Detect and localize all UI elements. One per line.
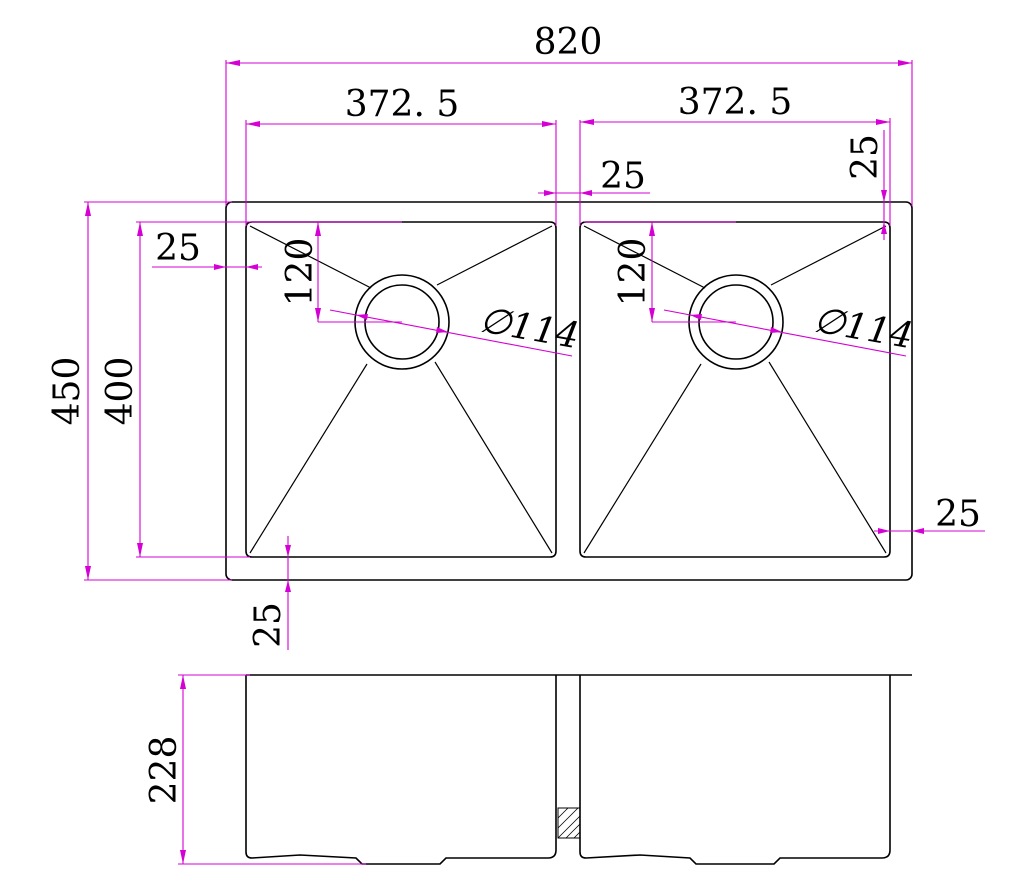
left-bowl-slope-lines [249, 225, 553, 554]
label-total-width: 820 [534, 22, 603, 63]
label-left-side-margin: 25 [155, 228, 201, 269]
dim-left-bowl-width [245, 120, 557, 226]
dim-drain-diameter-left [329, 309, 573, 357]
dim-right-side-margin [874, 528, 985, 534]
dim-drain-offset-right [584, 221, 736, 323]
dim-total-width [225, 60, 913, 206]
dim-drain-diameter-right [663, 309, 907, 357]
label-bottom-margin: 25 [248, 602, 289, 648]
label-total-depth: 450 [47, 357, 88, 426]
divider-hatch [557, 807, 581, 839]
label-drain-offset-right: 120 [613, 238, 654, 307]
dim-height [178, 674, 366, 865]
sink-outer-rim [225, 201, 913, 581]
label-drain-diameter-right: ∅114 [810, 299, 916, 357]
dim-right-top-margin [881, 130, 887, 240]
dim-left-side-margin [152, 264, 262, 270]
dim-bowl-depth [136, 221, 250, 558]
label-bowl-depth: 400 [100, 357, 141, 426]
label-drain-diameter-left: ∅114 [476, 299, 582, 357]
label-height: 228 [144, 736, 185, 805]
dim-total-depth [84, 201, 232, 581]
label-left-bowl-width: 372. 5 [345, 84, 460, 125]
right-bowl-slope-lines [583, 225, 887, 554]
dim-drain-offset-left [250, 221, 402, 323]
dim-divider-gap [538, 190, 650, 196]
label-right-side-margin: 25 [935, 494, 981, 535]
label-drain-offset-left: 120 [280, 238, 321, 307]
label-right-top-margin: 25 [845, 134, 886, 180]
label-divider-gap: 25 [600, 156, 646, 197]
dim-right-bowl-width [579, 118, 891, 226]
dim-bottom-margin [285, 536, 291, 650]
label-right-bowl-width: 372. 5 [678, 82, 793, 123]
side-view [245, 674, 912, 865]
